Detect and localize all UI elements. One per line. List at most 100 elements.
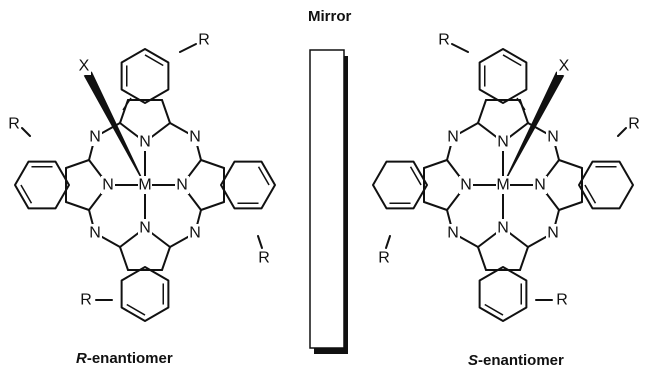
bond-line [477,246,487,271]
bond-line [558,159,583,169]
s-enantiomer-caption: S-enantiomer [468,352,564,369]
substituent-label: R [438,32,450,49]
pyrrole-nitrogen-label: N [139,134,151,151]
bond-line [423,201,448,211]
double-bond-line [484,303,504,316]
axial-ligand-label: X [559,58,570,75]
label-backing [7,115,21,133]
benzene-ring [478,266,528,322]
benzene-ring [120,266,170,322]
benzene-ring [578,160,634,210]
substituent-label: R [378,250,390,267]
bond-line [451,43,469,53]
benzene-ring [220,160,276,210]
bond-line [617,127,627,137]
double-bond-line [20,184,33,204]
label-backing [138,133,152,151]
label-backing [197,31,211,49]
label-backing [459,176,473,194]
substituent-label: R [8,116,20,133]
bond-line [65,201,90,211]
meso-nitrogen-label: N [89,129,101,146]
meso-nitrogen-label: N [447,225,459,242]
bond-line [200,159,225,169]
label-backing [79,291,93,309]
pyrrole-nitrogen-label: N [139,220,151,237]
pyrrole-nitrogen-label: N [460,177,472,194]
label-backing [437,31,451,49]
label-backing [533,176,547,194]
pyrrole-nitrogen-label: N [497,134,509,151]
substituent-label: R [258,250,270,267]
bond-line [519,246,529,271]
benzene-ring [372,160,428,210]
label-backing [138,176,152,194]
label-backing [546,224,560,242]
pyrrole-nitrogen-label: N [497,220,509,237]
benzene-ring [14,160,70,210]
bond-line [21,127,31,137]
label-backing [88,128,102,146]
meso-nitrogen-label: N [547,225,559,242]
meso-nitrogen-label: N [189,225,201,242]
bond-line [385,235,391,249]
label-backing [555,291,569,309]
r-enantiomer-caption: R-enantiomer [76,350,173,367]
label-backing [496,219,510,237]
double-bond-line [126,303,146,316]
double-bond-line [257,166,270,186]
benzene-ring [478,48,528,104]
bond-line [477,99,487,124]
substituent-label: R [198,32,210,49]
label-backing [496,176,510,194]
mirror-label: Mirror [308,8,352,25]
bond-line [558,201,583,211]
label-backing [188,128,202,146]
substituent-label: R [556,292,568,309]
meso-nitrogen-label: N [547,129,559,146]
meso-nitrogen-label: N [89,225,101,242]
label-backing [138,219,152,237]
bond-line [161,99,171,124]
axial-ligand-label: X [79,58,90,75]
label-backing [77,57,91,75]
mirror-plate [309,49,348,354]
meso-nitrogen-label: N [189,129,201,146]
bond-line [423,159,448,169]
bond-line [257,235,263,249]
double-bond-line [502,54,522,67]
double-bond-line [584,184,597,204]
r-enantiomer-molecule: N N N N N N N N M X R R R R [7,31,276,322]
bond-line [516,97,526,111]
substituent-label: R [80,292,92,309]
metal-center-label: M [138,177,151,194]
label-backing [101,176,115,194]
bond-line [122,97,132,111]
double-bond-line [144,54,164,67]
label-backing [88,224,102,242]
bond-line [179,43,197,53]
double-bond-line [409,166,422,186]
benzene-ring [120,48,170,104]
pyrrole-nitrogen-label: N [102,177,114,194]
substituent-label: R [628,116,640,133]
label-backing [446,224,460,242]
label-backing [557,57,571,75]
bond-line [161,246,171,271]
label-backing [446,128,460,146]
pyrrole-nitrogen-label: N [534,177,546,194]
label-backing [377,249,391,267]
label-backing [257,249,271,267]
label-backing [546,128,560,146]
bond-line [200,201,225,211]
label-backing [188,224,202,242]
bond-line [65,159,90,169]
metal-center-label: M [496,177,509,194]
pyrrole-nitrogen-label: N [176,177,188,194]
meso-nitrogen-label: N [447,129,459,146]
s-enantiomer-molecule: N N N N N N N N M X R R R R [372,31,641,322]
label-backing [496,133,510,151]
bond-line [119,246,129,271]
